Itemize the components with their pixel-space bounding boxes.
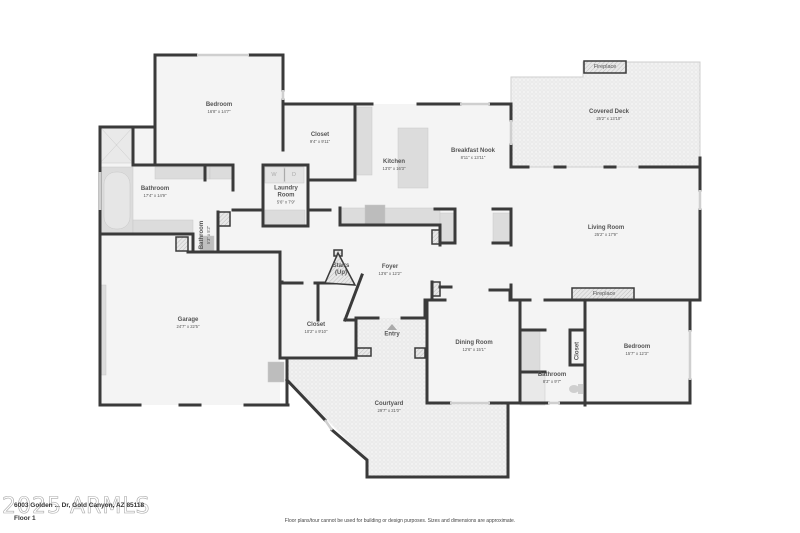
fireplace-living-label: Fireplace — [592, 291, 616, 297]
washer-dryer — [264, 166, 305, 184]
room-label-courtyard: Courtyard 29'7" x 21'0" — [374, 401, 404, 413]
room-label-entry: Entry — [384, 331, 400, 338]
room-label-foyer: Foyer 13'6" x 12'2" — [378, 264, 402, 276]
entry-arrow-icon — [387, 324, 397, 330]
room-label-bathroom-1: Bathroom 17'4" x 14'9" — [140, 186, 170, 198]
room-label-living-room: Living Room 25'2" x 17'9" — [587, 225, 625, 237]
walls — [98, 53, 702, 479]
windows — [98, 53, 702, 431]
deck-fireplace-box — [583, 60, 627, 74]
room-label-bathroom-3: Bathroom 8'3" x 9'7" — [537, 372, 567, 384]
room-label-closet-2: Closet 10'2" x 9'10" — [304, 322, 328, 334]
room-label-garage: Garage 24'7" x 22'5" — [176, 317, 200, 329]
watermark: 2025 ARMLS — [2, 494, 151, 520]
interior-floor — [100, 55, 700, 405]
room-label-breakfast-nook: Breakfast Nook 8'11" x 13'11" — [450, 148, 496, 160]
room-label-closet-1: Closet 9'4" x 9'11" — [309, 132, 331, 144]
fireplace-deck-label: Fireplace — [593, 64, 617, 70]
disclaimer: Floor plans/tour cannot be used for buil… — [284, 518, 516, 524]
dryer-label: D — [292, 172, 296, 178]
courtyard-area — [287, 318, 508, 477]
toilet-icon — [569, 384, 583, 394]
floor-label: Floor 1 — [14, 515, 36, 522]
room-label-bathroom-2: Bathroom 5'3" x 5'2" — [199, 220, 211, 250]
room-label-kitchen: Kitchen 13'0" x 16'3" — [382, 159, 406, 171]
room-label-closet-3: Closet — [574, 341, 581, 361]
room-label-stairs: Stairs (Up) — [332, 263, 350, 276]
room-label-covered-deck: Covered Deck 25'2" x 13'10" — [588, 109, 630, 121]
property-address: 6003 Golden ... Dr, Gold Canyon, AZ 8511… — [14, 502, 145, 509]
room-label-bedroom-2: Bedroom 15'7" x 12'3" — [623, 344, 651, 356]
washer-label: W — [271, 172, 277, 178]
room-label-dining-room: Dining Room 12'6" x 15'1" — [455, 340, 493, 352]
room-label-laundry-room: Laundry Room 5'6" x 7'9" — [274, 185, 298, 205]
fixtures — [99, 106, 546, 406]
room-label-bedroom-1: Bedroom 16'8" x 14'7" — [205, 102, 233, 114]
